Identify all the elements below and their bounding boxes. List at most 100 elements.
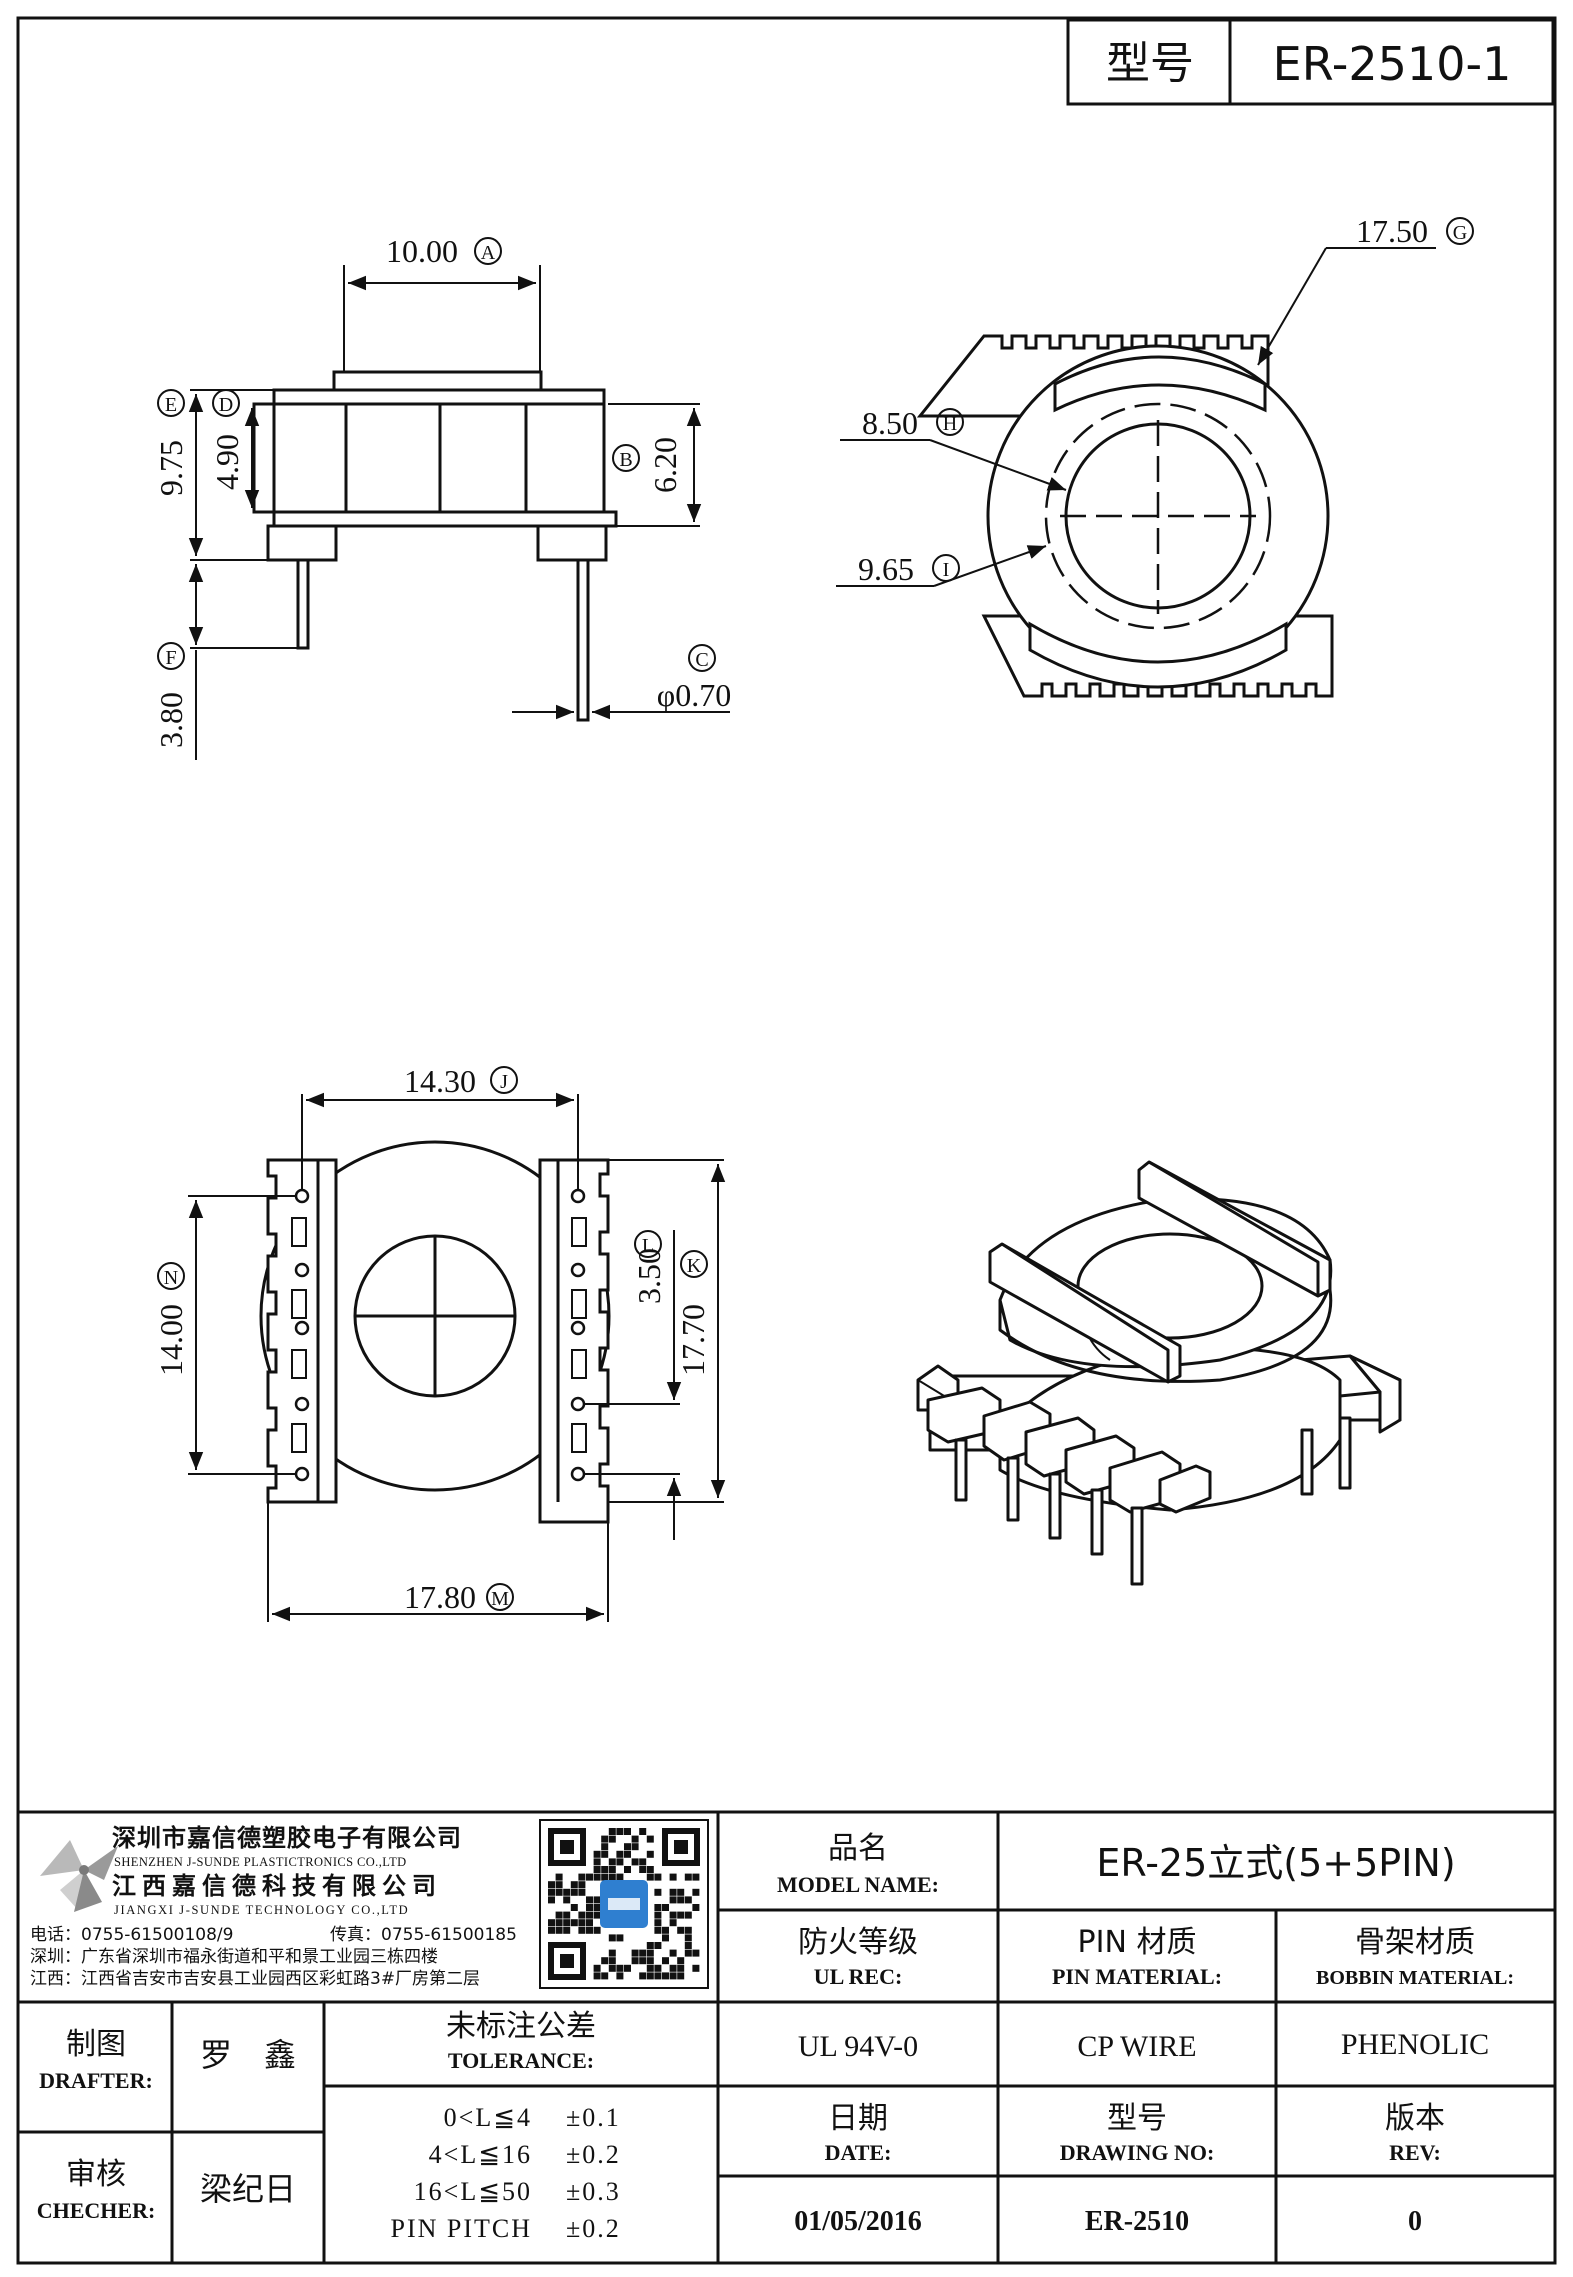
callout-c (688, 644, 716, 672)
drawing-cn-label: 型号 (1107, 2101, 1167, 2136)
ul-en-label: UL REC: (814, 1964, 903, 1989)
tolerance-range: 4<L≦16 (429, 2140, 532, 2169)
date-cn-label: 日期 (828, 2101, 888, 2136)
ul-cn-label: 防火等级 (798, 1925, 918, 1960)
company-name-en-2: JIANGXI J-SUNDE TECHNOLOGY CO.,LTD (114, 1903, 409, 1917)
tolerance-value: ±0.2 (566, 2214, 621, 2243)
drafter-cn-label: 制图 (66, 2027, 126, 2062)
dim-i-value: 9.65 (858, 551, 914, 587)
company-name-en-1: SHENZHEN J-SUNDE PLASTICTRONICS CO.,LTD (114, 1855, 407, 1869)
callout-e (157, 389, 185, 417)
svg-text:I: I (943, 559, 950, 581)
checker-en-label: CHECHER: (37, 2198, 156, 2223)
rev-value: 0 (1408, 2206, 1422, 2237)
side-view (188, 265, 730, 760)
callout-f (157, 642, 185, 670)
svg-text:K: K (687, 1255, 702, 1277)
callout-a (474, 237, 502, 265)
tolerance-value: ±0.1 (566, 2103, 621, 2132)
model-name-en-label: MODEL NAME: (777, 1872, 939, 1897)
date-en-label: DATE: (825, 2140, 892, 2165)
tolerance-en-label: TOLERANCE: (448, 2048, 594, 2073)
svg-text:C: C (695, 649, 708, 671)
sheet-border (16, 16, 1557, 2265)
tolerance-range: PIN PITCH (390, 2214, 532, 2243)
svg-text:N: N (164, 1267, 178, 1289)
top-view (836, 247, 1436, 698)
checker-cn-label: 审核 (66, 2157, 126, 2192)
pin-en-label: PIN MATERIAL: (1052, 1964, 1222, 1989)
dim-c-value: φ0.70 (657, 677, 731, 713)
company-fax: 传真：0755-61500185 (330, 1925, 517, 1945)
svg-text:L: L (642, 1235, 654, 1257)
rev-cn-label: 版本 (1385, 2101, 1445, 2136)
rev-en-label: REV: (1389, 2140, 1441, 2165)
callout-g (1446, 217, 1474, 245)
callout-l (634, 1230, 662, 1258)
dim-a-value: 10.00 (386, 233, 458, 269)
callout-i (932, 554, 960, 582)
company-logo (40, 1840, 118, 1912)
model-name-value: ER-25立式(5+5PIN) (1096, 1841, 1455, 1885)
qr-code-icon (539, 1819, 709, 1989)
drafter-value: 罗 鑫 (200, 2036, 296, 2074)
bobbin-value: PHENOLIC (1341, 2028, 1489, 2061)
bottom-view-labels: 14.30 J 17.70 K 3.50 L 17.80 M 14.00 N (153, 1063, 711, 1615)
isometric-view (916, 1160, 1402, 1586)
tolerance-range: 0<L≦4 (444, 2103, 532, 2132)
svg-text:G: G (1453, 222, 1467, 244)
header-model-value: ER-2510-1 (1273, 37, 1512, 91)
company-address-jiangxi: 江西：江西省吉安市吉安县工业园西区彩虹路3#厂房第二层 (30, 1969, 480, 1989)
callout-k (680, 1250, 708, 1278)
tolerance-value: ±0.2 (566, 2140, 621, 2169)
dim-k-value: 17.70 (675, 1304, 711, 1376)
callout-h (936, 408, 964, 436)
callout-n (157, 1262, 185, 1290)
svg-text:A: A (481, 242, 496, 264)
bobbin-cn-label: 骨架材质 (1355, 1925, 1475, 1960)
company-name-cn-1: 深圳市嘉信德塑胶电子有限公司 (112, 1824, 462, 1852)
title-block-lines (18, 1810, 1555, 2263)
svg-text:J: J (500, 1071, 508, 1093)
side-view-labels: 10.00 A 6.20 B φ0.70 C 4.90 D 9.75 E 3.8… (153, 233, 731, 748)
dim-f-value: 3.80 (153, 692, 189, 748)
svg-text:M: M (491, 1588, 509, 1610)
pin-value: CP WIRE (1077, 2030, 1196, 2063)
callout-b (612, 444, 640, 472)
callout-j (490, 1066, 518, 1094)
company-name-cn-2: 江西嘉信德科技有限公司 (112, 1872, 442, 1900)
company-address-shenzhen: 深圳：广东省深圳市福永街道和平和景工业园三栋四楼 (30, 1947, 438, 1967)
tolerance-value: ±0.3 (566, 2177, 621, 2206)
svg-text:E: E (165, 394, 177, 416)
dim-d-value: 4.90 (209, 434, 245, 490)
checker-value: 梁纪日 (200, 2170, 296, 2208)
bottom-view (188, 1092, 726, 1622)
drafter-en-label: DRAFTER: (39, 2068, 153, 2093)
drawing-value: ER-2510 (1085, 2206, 1189, 2237)
dim-m-value: 17.80 (404, 1579, 476, 1615)
dim-h-value: 8.50 (862, 405, 918, 441)
svg-text:D: D (219, 394, 233, 416)
callout-m (486, 1583, 514, 1611)
top-view-labels: 17.50 G 8.50 H 9.65 I (858, 213, 1474, 587)
bobbin-en-label: BOBBIN MATERIAL: (1316, 1967, 1514, 1989)
header-model-label: 型号 (1106, 38, 1194, 89)
drawing-en-label: DRAWING NO: (1060, 2140, 1215, 2165)
dim-n-value: 14.00 (153, 1304, 189, 1376)
callout-d (212, 389, 240, 417)
svg-text:F: F (165, 647, 176, 669)
ul-value: UL 94V-0 (798, 2030, 918, 2063)
dim-g-value: 17.50 (1356, 213, 1428, 249)
company-phone: 电话：0755-61500108/9 (30, 1925, 233, 1945)
date-value: 01/05/2016 (794, 2206, 922, 2237)
pin-cn-label: PIN 材质 (1078, 1925, 1197, 1960)
dim-j-value: 14.30 (404, 1063, 476, 1099)
header-model-box: 型号 ER-2510-1 (1066, 18, 1555, 106)
dim-e-value: 9.75 (153, 440, 189, 496)
svg-text:H: H (943, 413, 957, 435)
tolerance-list: 0<L≦4 ±0.1 4<L≦16 ±0.2 16<L≦50 ±0.3 PIN … (390, 2103, 621, 2243)
tolerance-range: 16<L≦50 (414, 2177, 532, 2206)
tolerance-cn-label: 未标注公差 (446, 2009, 596, 2044)
model-name-cn-label: 品名 (828, 1831, 888, 1866)
